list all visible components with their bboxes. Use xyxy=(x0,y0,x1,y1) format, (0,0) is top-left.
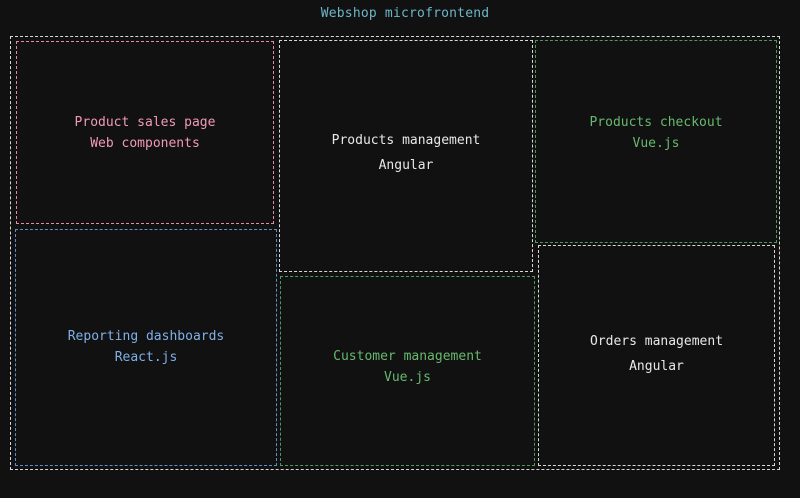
product-sales-page-tech: Web components xyxy=(90,135,200,151)
product-sales-page-label: Product sales page xyxy=(74,114,216,130)
products-checkout-box: Products checkout Vue.js xyxy=(535,40,777,243)
reporting-dashboards-label: Reporting dashboards xyxy=(67,328,225,344)
diagram-title: Webshop microfrontend xyxy=(320,6,490,21)
products-management-tech: Angular xyxy=(378,157,434,173)
products-management-label: Products management xyxy=(331,132,481,148)
customer-management-tech: Vue.js xyxy=(384,370,431,385)
orders-management-box: Orders management Angular xyxy=(538,245,775,466)
customer-management-box: Customer management Vue.js xyxy=(280,276,535,466)
products-management-box: Products management Angular xyxy=(279,40,533,272)
reporting-dashboards-box: Reporting dashboards React.js xyxy=(15,229,277,466)
orders-management-tech: Angular xyxy=(629,358,684,374)
product-sales-page-box: Product sales page Web components xyxy=(16,41,274,224)
reporting-dashboards-tech: React.js xyxy=(114,349,178,365)
orders-management-label: Orders management xyxy=(589,333,724,349)
products-checkout-tech: Vue.js xyxy=(632,136,680,151)
webshop-frame xyxy=(10,36,780,470)
customer-management-label: Customer management xyxy=(333,349,482,365)
products-checkout-label: Products checkout xyxy=(589,115,723,131)
